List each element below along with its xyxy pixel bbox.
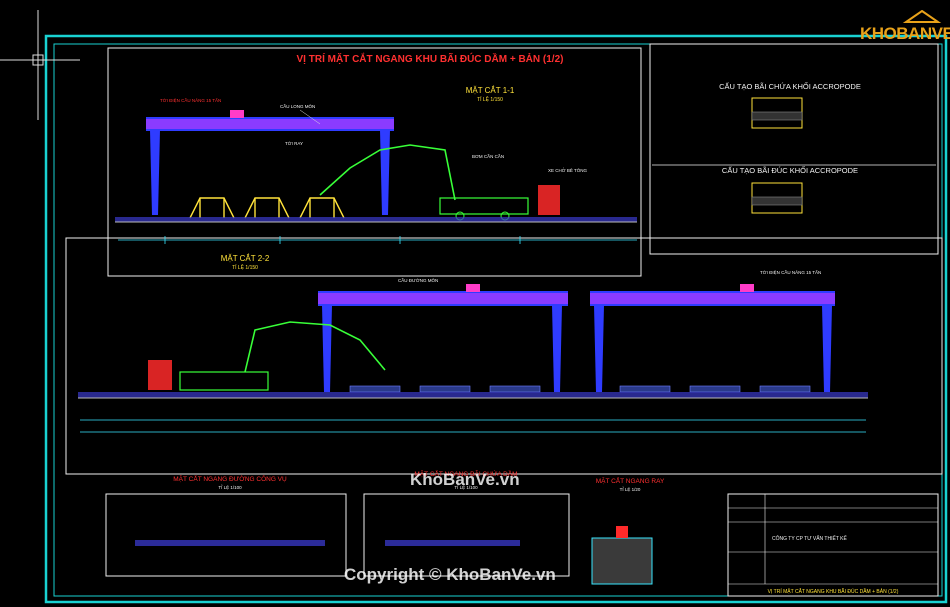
logo: KHOBANVE xyxy=(852,10,950,54)
trolley-3 xyxy=(740,284,754,292)
mould-group-1 xyxy=(189,197,345,219)
label-crane-right: TỜI ĐIỆN CẦU NÂNG 15 TẤN xyxy=(760,268,821,275)
panel-acropode xyxy=(649,43,939,255)
section-rail-title: MẶT CẮT NGANG RAY xyxy=(596,476,665,485)
leader-gantry xyxy=(299,109,321,125)
trolley-1 xyxy=(230,110,244,118)
rail-head xyxy=(616,526,628,538)
section-rail-scale: TỈ LỆ 1/20 xyxy=(620,485,641,492)
gantry-2-leg-right xyxy=(552,305,562,392)
acropode-1-base xyxy=(751,111,803,121)
title-block xyxy=(727,493,939,597)
outer-frame xyxy=(44,34,948,604)
gantry-2-leg-left xyxy=(322,305,332,392)
ground-2 xyxy=(78,392,868,398)
title-block-project: VỊ TRÍ MẶT CẮT NGANG KHU BÃI ĐÚC DẦM + B… xyxy=(768,587,899,595)
gantry-1-leg-left xyxy=(150,130,160,215)
gantry-1-beam xyxy=(146,118,394,130)
panel-road xyxy=(105,493,347,577)
label-gantry-2: CẦU ĐƯỜNG MÔN xyxy=(398,277,438,283)
pump-truck-2 xyxy=(179,371,269,391)
section-1-scale: TỈ LỆ 1/150 xyxy=(477,95,503,103)
gantry-3-beam xyxy=(590,292,835,305)
pump-truck-1 xyxy=(439,197,529,215)
panel-section-1 xyxy=(107,47,642,277)
label-crane-trolley: TỜI ĐIỆN CẦU NÂNG 15 TẤN xyxy=(160,96,221,103)
mixer-truck-2 xyxy=(148,360,172,390)
gantry-1-leg-right xyxy=(380,130,390,215)
main-title: VỊ TRÍ MẶT CẮT NGANG KHU BÃI ĐÚC DẦM + B… xyxy=(297,52,564,65)
panel-mid xyxy=(363,493,570,577)
mid-slab xyxy=(385,540,520,546)
pump-boom-1 xyxy=(319,144,456,201)
section-mid-title: MẶT CẮT NGANG BÃI CHỨA DẦM xyxy=(414,468,517,478)
rail-foundation xyxy=(591,537,653,585)
label-mixer-truck: XE CHỞ BÊ TÔNG xyxy=(548,166,588,173)
section-2-title: MẶT CẮT 2-2 xyxy=(221,254,270,263)
gantry-3-leg-right xyxy=(822,305,832,392)
house-icon xyxy=(902,10,942,23)
section-road-scale: TỈ LỆ 1/100 xyxy=(218,483,242,490)
label-gantry: CẦU LONG MÔN xyxy=(280,103,315,109)
trolley-2 xyxy=(466,284,480,292)
pump-boom-2 xyxy=(244,321,386,373)
road-slab xyxy=(135,540,325,546)
acropode-2-title: CẤU TẠO BÃI ĐÚC KHỐI ACCROPODE xyxy=(722,165,858,175)
acropode-1-title: CẤU TẠO BÃI CHỨA KHỐI ACCROPODE xyxy=(719,81,861,91)
gantry-3-leg-left xyxy=(594,305,604,392)
title-block-company: CÔNG TY CP TƯ VẤN THIẾT KẾ xyxy=(772,535,848,542)
ground-1 xyxy=(115,217,637,222)
section-1-title: MẶT CẮT 1-1 xyxy=(466,86,515,95)
watermark-bottom: Copyright © KhoBanVe.vn xyxy=(344,565,556,584)
precast-beams xyxy=(349,385,811,393)
section-mid-scale: TỈ LỆ 1/100 xyxy=(454,483,478,490)
gantry-2-beam xyxy=(318,292,568,305)
section-2-scale: TỈ LỆ 1/150 xyxy=(232,263,258,271)
watermark-top: KhoBanVe.vn xyxy=(410,470,520,489)
label-rail: TỜI RAY xyxy=(285,140,303,146)
section-road-title: MẶT CẮT NGANG ĐƯỜNG CÔNG VỤ xyxy=(173,474,287,483)
acropode-2-base xyxy=(751,196,803,206)
logo-text: KHOBANVE xyxy=(860,24,950,43)
crosshair-box xyxy=(32,54,44,66)
panel-section-2 xyxy=(65,237,943,475)
label-pump: BƠM CẦN CẦN xyxy=(472,153,504,159)
mixer-truck-1 xyxy=(538,185,560,215)
